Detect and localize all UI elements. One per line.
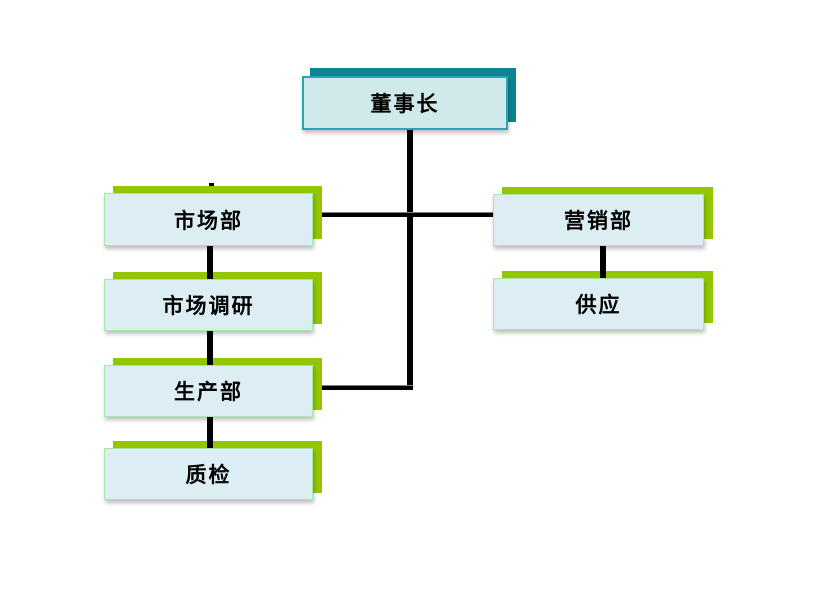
node-supply: 供应 bbox=[493, 278, 704, 330]
node-production: 生产部 bbox=[104, 365, 313, 417]
production-label: 生产部 bbox=[174, 380, 243, 404]
connector-chairman-vertical bbox=[407, 130, 413, 390]
sales-label: 营销部 bbox=[564, 209, 633, 233]
node-market-research: 市场调研 bbox=[104, 279, 313, 331]
connector-marketing-research bbox=[207, 246, 213, 279]
node-quality: 质检 bbox=[104, 448, 313, 500]
connector-production-quality bbox=[207, 417, 213, 448]
connector-sales-supply bbox=[600, 246, 606, 278]
connector-research-production bbox=[207, 331, 213, 365]
quality-label: 质检 bbox=[185, 463, 232, 487]
node-sales: 营销部 bbox=[493, 194, 704, 246]
supply-label: 供应 bbox=[575, 293, 622, 317]
node-marketing: 市场部 bbox=[104, 193, 313, 246]
connector-production-horizontal bbox=[322, 385, 413, 390]
marketing-label: 市场部 bbox=[174, 208, 243, 233]
chairman-label: 董事长 bbox=[370, 92, 440, 116]
market-research-label: 市场调研 bbox=[162, 294, 255, 318]
connector-stub-marketing-top bbox=[209, 183, 214, 186]
connector-marketing-sales-horizontal bbox=[322, 212, 494, 217]
node-chairman: 董事长 bbox=[302, 76, 508, 130]
